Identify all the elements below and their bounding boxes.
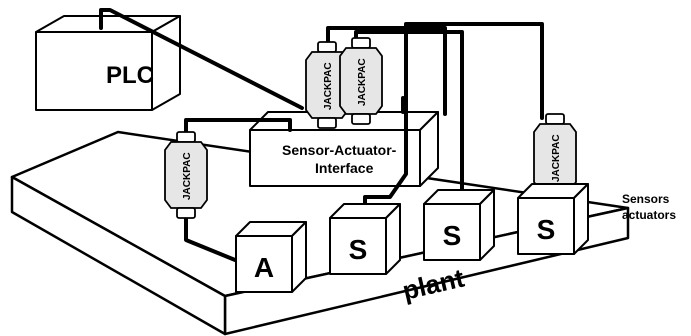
jackpac-label-3: JACKPAC xyxy=(357,58,368,106)
cable-jackpac-right-2 xyxy=(354,30,464,202)
jackpac-label-4: JACKPAC xyxy=(551,134,562,182)
cable-jackpac-right-1 xyxy=(326,26,447,116)
jackpac-connector-1: JACKPAC xyxy=(164,131,208,219)
interface-label-line2: Interface xyxy=(315,160,374,176)
actuator-box: A xyxy=(235,221,307,293)
actuators-label: actuators xyxy=(622,208,676,222)
sensors-label: Sensors xyxy=(622,192,670,206)
jackpac-connector-2: JACKPAC xyxy=(305,41,349,129)
interface-box xyxy=(249,111,439,187)
sensor-label-1: S xyxy=(349,234,368,265)
sensor-label-3: S xyxy=(537,214,556,245)
plc-box xyxy=(35,15,181,111)
jackpac-connector-4: JACKPAC xyxy=(533,113,577,201)
actuator-label: A xyxy=(254,252,274,283)
plc-label: PLC xyxy=(106,62,154,89)
interface-label-line1: Sensor-Actuator- xyxy=(282,142,397,158)
sensor-label-2: S xyxy=(443,220,462,251)
jackpac-label-2: JACKPAC xyxy=(323,62,334,110)
sensor-box-3: S xyxy=(517,183,589,255)
plant-left-face xyxy=(10,175,227,336)
cable-plc-to-jackpac xyxy=(99,8,304,110)
cable-jackpac-to-actuator xyxy=(184,210,242,264)
jackpac-label-1: JACKPAC xyxy=(182,152,193,200)
jackpac-connector-3: JACKPAC xyxy=(339,37,383,125)
sensor-box-2: S xyxy=(423,189,495,261)
cable-sensor-1 xyxy=(363,22,544,218)
sensor-box-1: S xyxy=(329,203,401,275)
